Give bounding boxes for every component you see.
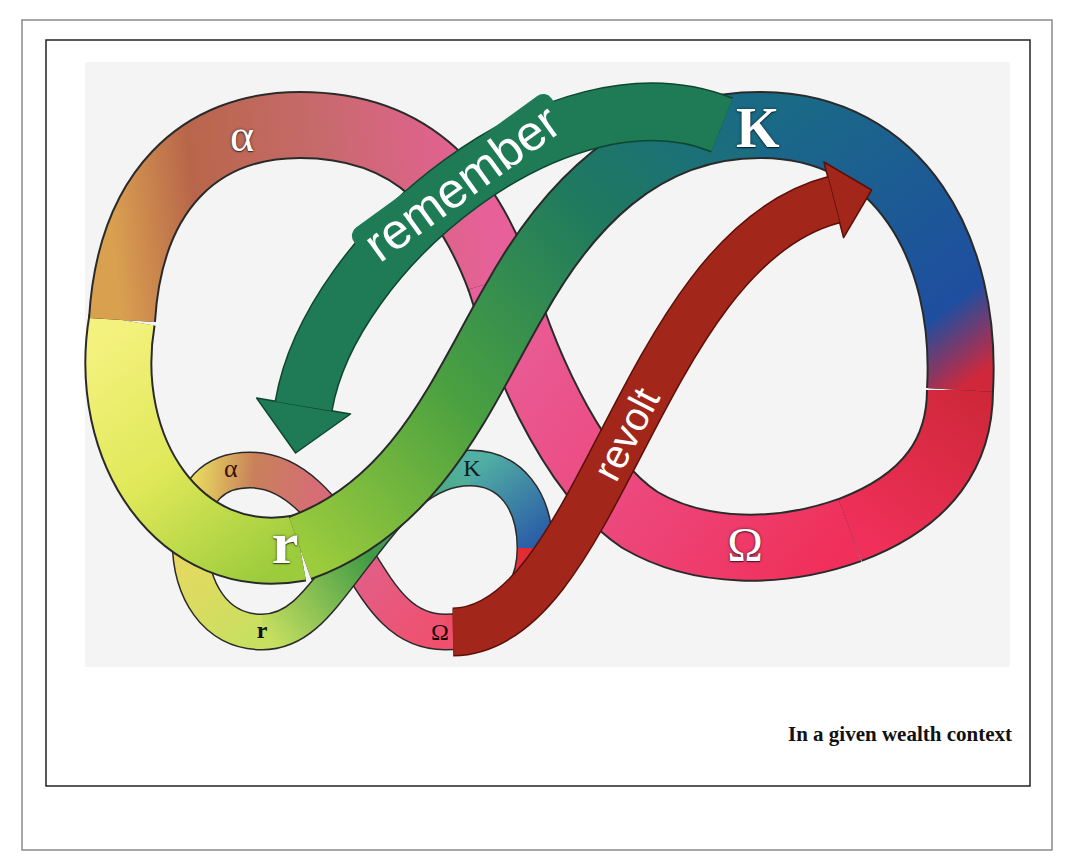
figure-ground: [85, 62, 1010, 667]
loop-band: [850, 390, 960, 530]
arrow-ribbon: [453, 200, 834, 632]
loop-band: [470, 468, 535, 548]
phase-band: K: [459, 454, 484, 482]
phase-band: Ω: [427, 618, 453, 646]
band-outline: [470, 468, 535, 548]
arrow-outline: [453, 200, 834, 632]
phase-letter: Ω: [431, 620, 449, 644]
band-outline: [850, 390, 960, 530]
phase-band: α: [214, 453, 310, 489]
outer-frame: [22, 20, 1052, 850]
large-loop: [118, 125, 960, 551]
phase-band: K: [722, 90, 892, 190]
phase-letter: K: [736, 100, 878, 156]
phase-band: α: [226, 111, 258, 161]
arrow-head: [257, 398, 351, 453]
phase-band: Ω: [723, 519, 767, 571]
phase-letter: K: [463, 456, 480, 480]
phase-band: r: [268, 511, 303, 575]
inner-frame: [46, 40, 1030, 786]
phase-letter: α: [230, 113, 254, 159]
loop-band: [760, 125, 961, 390]
phase-letter: Ω: [727, 521, 763, 569]
phase-letter: r: [272, 513, 299, 573]
revolt-arrow: [453, 162, 872, 632]
phase-band: r: [253, 616, 272, 644]
caption: In a given wealth context: [788, 722, 1012, 747]
phase-letter: r: [257, 618, 268, 642]
phase-letter: α: [224, 456, 300, 482]
band-outline: [760, 125, 961, 390]
